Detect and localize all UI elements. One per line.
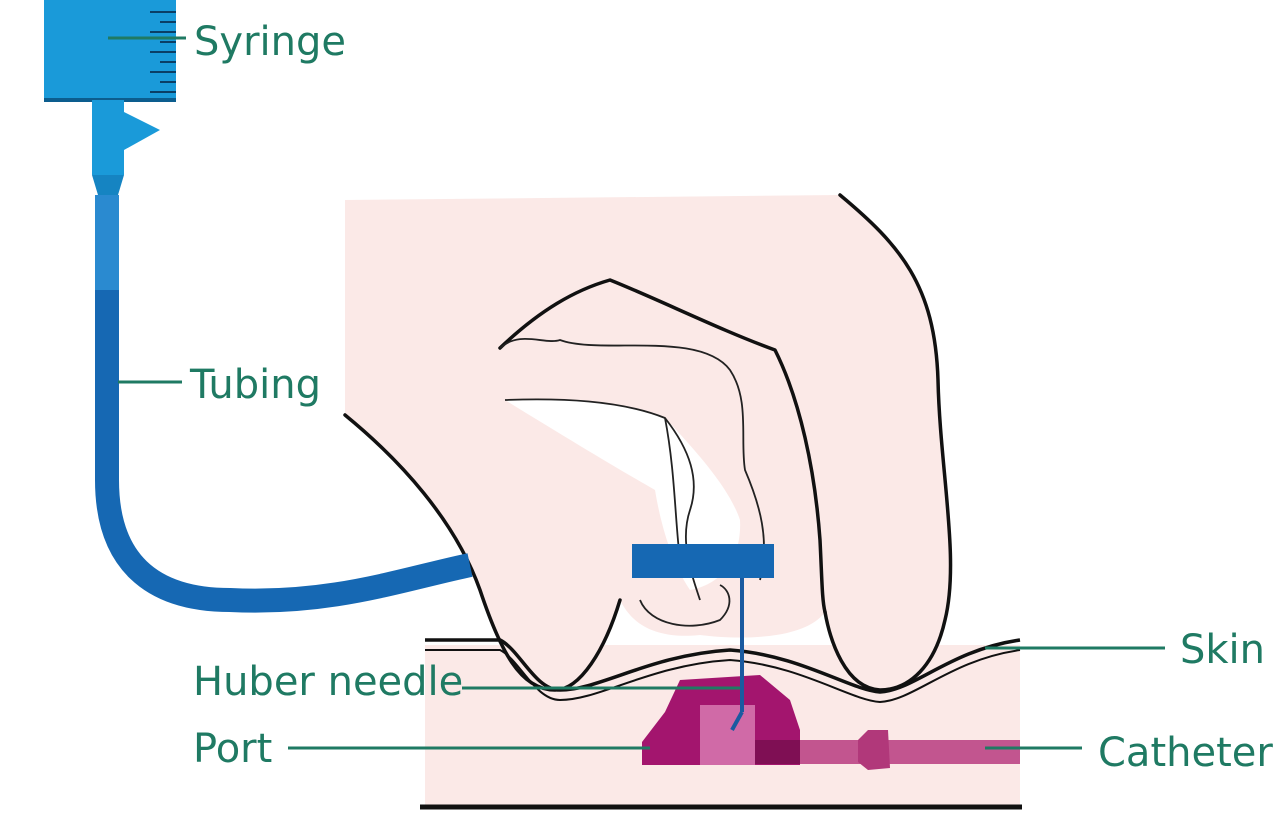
- tubing-upper: [95, 195, 119, 290]
- catheter-label: Catheter: [1098, 730, 1273, 776]
- syringe-side-port: [124, 112, 160, 150]
- finger-tip: [639, 584, 731, 627]
- gap-under-thumb: [505, 399, 741, 590]
- needle-wing: [632, 544, 774, 578]
- port-label: Port: [193, 726, 272, 772]
- huber-needle-label: Huber needle: [193, 659, 463, 705]
- tubing: [95, 195, 473, 613]
- huber-needle: [632, 544, 774, 731]
- syringe-tip: [92, 175, 124, 195]
- skin-label: Skin: [1180, 627, 1265, 673]
- needle-tip: [730, 711, 744, 731]
- port-reservoir: [700, 705, 755, 765]
- syringe: [44, 0, 176, 195]
- syringe-hub: [92, 100, 124, 175]
- catheter: [800, 730, 1020, 770]
- port-outlet: [755, 740, 803, 764]
- syringe-label: Syringe: [194, 19, 346, 65]
- hand-outline-right: [823, 193, 953, 692]
- skin-line-top: [425, 638, 1021, 694]
- syringe-barrel: [44, 0, 176, 100]
- thumb-inner-line: [499, 338, 765, 581]
- thumb-outline: [498, 278, 827, 614]
- tubing-label: Tubing: [189, 362, 321, 408]
- port: [642, 675, 803, 765]
- hand: [343, 193, 953, 692]
- syringe-graduations: [150, 11, 176, 93]
- catheter-connector: [858, 730, 890, 770]
- catheter-tube: [800, 740, 1020, 764]
- skin-layer: [425, 638, 1021, 704]
- hand-outline-left: [343, 413, 622, 692]
- skin-line-bottom: [425, 649, 1021, 704]
- tubing-tube: [95, 290, 473, 613]
